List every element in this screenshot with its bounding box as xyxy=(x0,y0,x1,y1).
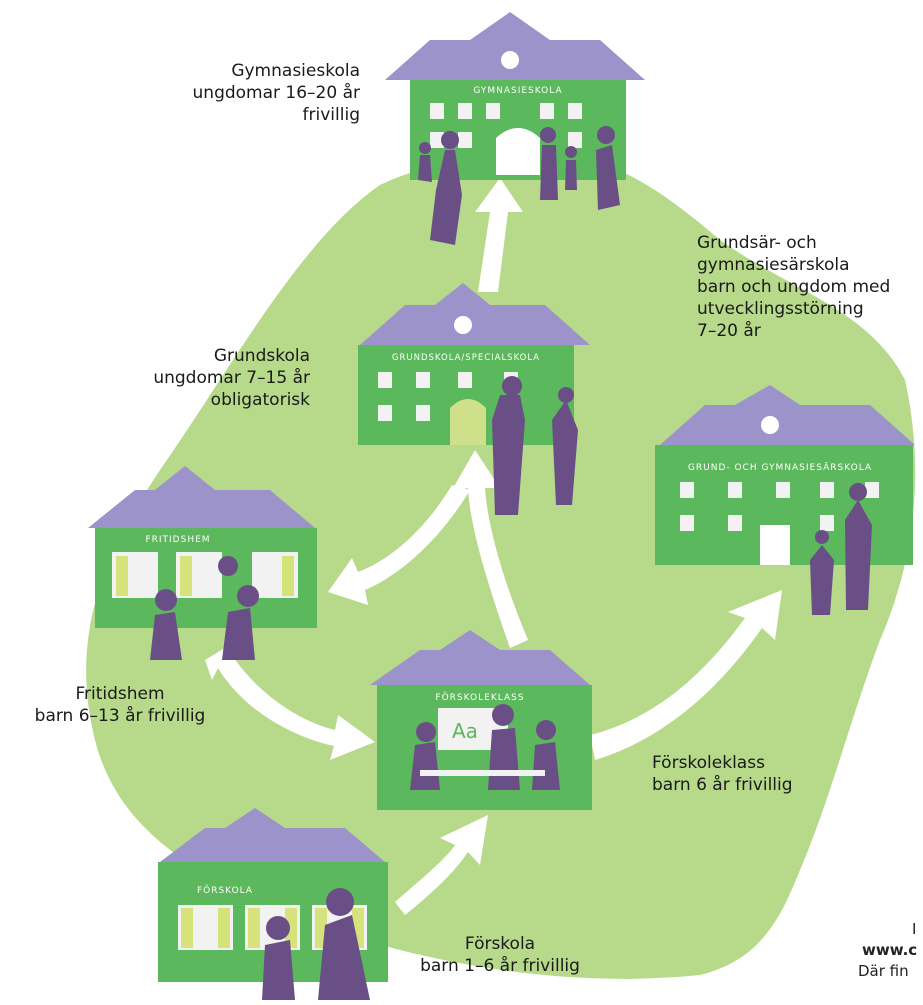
building-fritidshem: FRITIDSHEM xyxy=(88,466,317,660)
clock-icon xyxy=(501,51,519,69)
label-line: barn 6 år frivillig xyxy=(652,775,793,795)
label-grundskola: Grundskola ungdomar 7–15 år obligatorisk xyxy=(100,345,310,411)
label-line: Gymnasieskola xyxy=(231,61,360,81)
building-gymnasieskola: GYMNASIESKOLA xyxy=(385,12,645,245)
label-gymnasieskola: Gymnasieskola ungdomar 16–20 år frivilli… xyxy=(150,60,360,126)
people xyxy=(150,585,259,660)
label-forskola: Förskola barn 1–6 år frivillig xyxy=(400,933,600,977)
people xyxy=(810,483,872,615)
sign-fritidshem: FRITIDSHEM xyxy=(145,535,210,545)
door xyxy=(760,525,790,565)
label-line: 7–20 år xyxy=(697,321,761,341)
sign-grundskola: GRUNDSKOLA/SPECIALSKOLA xyxy=(392,353,540,363)
table xyxy=(420,770,545,776)
label-line: frivillig xyxy=(302,105,360,125)
clock-icon xyxy=(761,416,779,434)
label-line: Förskola xyxy=(464,934,536,954)
building-forskola: FÖRSKOLA xyxy=(158,808,388,1000)
roof xyxy=(385,12,645,80)
building-grundskola: GRUNDSKOLA/SPECIALSKOLA xyxy=(358,283,590,515)
label-line: Grundskola xyxy=(213,346,310,366)
building-forskoleklass: FÖRSKOLEKLASS Aa xyxy=(370,630,592,810)
arrow-forskoleklass-to-sarskola xyxy=(590,590,782,760)
label-line: Fritidshem xyxy=(75,684,165,704)
sign-forskoleklass: FÖRSKOLEKLASS xyxy=(435,692,524,703)
arrow-grundskola-to-gymnasieskola xyxy=(475,178,523,292)
roof xyxy=(370,630,590,685)
building-sarskola: GRUND- OCH GYMNASIESÄRSKOLA xyxy=(655,385,915,615)
label-line: ungdomar 16–20 år xyxy=(192,83,360,103)
roof xyxy=(88,466,315,528)
label-line: obligatorisk xyxy=(210,390,310,410)
label-line: barn och ungdom med xyxy=(697,277,891,297)
background-blob xyxy=(86,150,916,979)
label-forskoleklass: Förskoleklass barn 6 år frivillig xyxy=(652,752,872,796)
arrow-forskola-to-forskoleklass xyxy=(395,815,488,915)
clock-icon xyxy=(454,316,472,334)
label-line: utvecklingsstörning xyxy=(697,299,864,319)
footer-link[interactable]: www.c xyxy=(862,941,918,959)
sign-gymnasieskola: GYMNASIESKOLA xyxy=(473,86,562,96)
arrows xyxy=(205,178,782,915)
label-line: gymnasiesärskola xyxy=(697,255,850,275)
roof xyxy=(360,283,590,345)
footer-line-1: I xyxy=(912,920,917,938)
ball-icon xyxy=(218,556,238,576)
door xyxy=(496,128,540,175)
label-line: Förskoleklass xyxy=(652,753,765,773)
roof xyxy=(660,385,915,445)
arrow-grundskola-to-fritidshem xyxy=(328,485,470,605)
label-line: barn 6–13 år frivillig xyxy=(34,706,206,726)
label-fritidshem: Fritidshem barn 6–13 år frivillig xyxy=(0,683,240,727)
blackboard-text: Aa xyxy=(452,719,478,743)
door xyxy=(450,399,486,445)
people xyxy=(262,888,370,1000)
arrow-fritidshem-forskoleklass xyxy=(205,640,375,760)
sign-forskola: FÖRSKOLA xyxy=(197,885,253,896)
people xyxy=(418,126,620,245)
arrow-forskoleklass-to-grundskola xyxy=(452,450,528,648)
footer-line-3: Där fin xyxy=(858,962,909,980)
label-line: barn 1–6 år frivillig xyxy=(420,956,580,976)
label-line: Grundsär- och xyxy=(697,233,817,253)
people xyxy=(492,376,578,515)
roof xyxy=(160,808,385,862)
label-line: ungdomar 7–15 år xyxy=(153,368,310,388)
label-sarskola: Grundsär- och gymnasiesärskola barn och … xyxy=(697,232,923,342)
sign-sarskola: GRUND- OCH GYMNASIESÄRSKOLA xyxy=(688,462,872,473)
